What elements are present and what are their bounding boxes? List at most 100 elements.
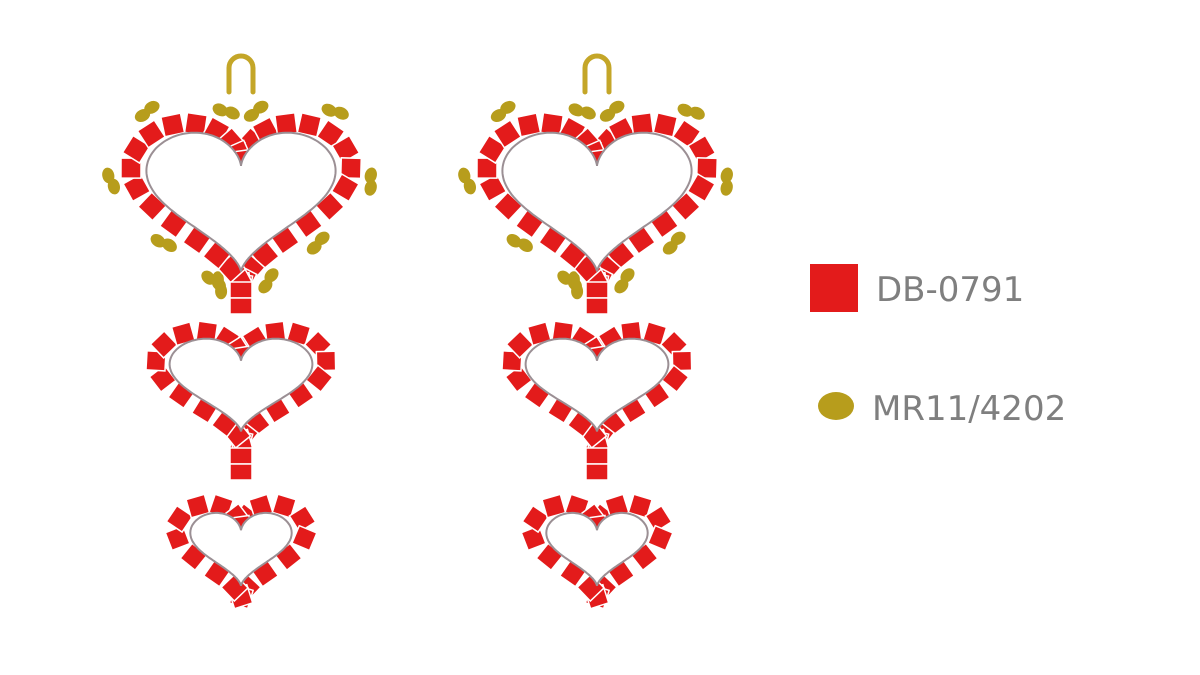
connector-beads: [585, 447, 609, 481]
gold-drop-bead: [506, 234, 522, 248]
gold-drop-bead: [102, 167, 115, 184]
gold-drop-bead: [144, 100, 160, 114]
red-delica-bead: [229, 297, 253, 315]
red-delica-bead: [315, 118, 346, 149]
red-delica-bead: [330, 173, 360, 203]
legend-item-db-0791: DB-0791: [810, 264, 1024, 312]
gold-drop-bead: [333, 106, 349, 120]
bead-legend: DB-0791 MR11/4202: [810, 264, 1066, 429]
gold-drop-bead: [662, 241, 678, 255]
red-delica-bead: [646, 524, 674, 552]
red-delica-bead: [627, 493, 653, 519]
red-delica-bead: [671, 118, 702, 149]
red-delica-bead: [296, 112, 323, 138]
red-delica-bead: [686, 173, 716, 203]
gold-drop-bead: [224, 106, 240, 120]
red-delica-bead: [660, 364, 690, 394]
gold-drop-bead: [201, 270, 216, 285]
gold-drop-bead: [557, 270, 572, 285]
red-delica-bead: [149, 330, 179, 359]
connector-beads: [229, 281, 253, 315]
red-delica-bead: [288, 504, 317, 534]
gold-drop-bead: [609, 100, 625, 114]
heart-wire-outline: [524, 337, 670, 432]
red-delica-bead: [304, 364, 334, 394]
gold-drop-bead: [614, 279, 629, 294]
red-delica-bead: [315, 350, 337, 372]
gold-drop-bead: [258, 279, 273, 294]
heart-wire-outline: [501, 131, 693, 272]
red-delica-bead: [492, 119, 523, 149]
red-delica-bead: [229, 447, 253, 465]
heart-wire-outline: [168, 337, 314, 432]
connector-beads: [585, 281, 609, 315]
red-delica-bead: [515, 112, 542, 138]
red-delica-bead: [521, 504, 550, 534]
red-delica-bead: [585, 463, 609, 481]
small-heart: [520, 493, 674, 610]
gold-drop-bead: [306, 241, 322, 255]
red-delica-bead: [159, 112, 186, 138]
red-delica-bead: [585, 281, 609, 299]
red-delica-bead: [136, 119, 167, 149]
large-heart: [458, 100, 733, 300]
red-delica-bead: [671, 350, 693, 372]
gold-drop-bead: [518, 238, 533, 253]
gold-drop-bead: [253, 100, 269, 114]
red-delica-bead: [165, 504, 194, 534]
red-delica-bead: [505, 330, 535, 359]
red-delica-bead: [339, 157, 363, 180]
gold-drop-bead: [264, 268, 279, 283]
right-earring: [458, 53, 733, 610]
ear-wire-loop: [582, 53, 612, 95]
gold-drop-bead: [580, 106, 596, 120]
gold-drop-bead: [364, 179, 377, 196]
red-delica-bead: [585, 447, 609, 465]
red-delica-bead: [229, 463, 253, 481]
legend-item-mr11-4202: MR11/4202: [818, 389, 1066, 429]
ear-wire-loop: [226, 53, 256, 95]
gold-drop-bead: [720, 167, 733, 184]
red-delica-bead: [695, 157, 719, 180]
gold-drop-bead: [689, 106, 705, 120]
legend-label-mr11-4202: MR11/4202: [872, 389, 1066, 429]
red-square-bead-swatch: [810, 264, 858, 312]
earrings: [102, 53, 733, 610]
heart-wire-outline: [189, 511, 293, 587]
red-delica-bead: [271, 493, 297, 519]
gold-drop-bead-swatch: [818, 392, 854, 420]
red-delica-bead: [585, 297, 609, 315]
red-delica-bead: [478, 173, 508, 203]
heart-wire-outline: [145, 131, 337, 272]
gold-drop-bead: [567, 277, 582, 292]
red-delica-bead: [164, 524, 191, 552]
red-delica-bead: [644, 504, 673, 534]
medium-heart: [501, 320, 693, 454]
gold-drop-bead: [620, 268, 635, 283]
gold-drop-bead: [364, 167, 377, 184]
large-heart: [102, 100, 377, 300]
red-delica-bead: [122, 173, 152, 203]
red-delica-bead: [185, 493, 211, 519]
red-delica-bead: [121, 134, 152, 165]
small-heart: [164, 493, 318, 610]
red-delica-bead: [290, 524, 318, 552]
red-delica-bead: [477, 134, 508, 165]
heart-wire-outline: [545, 511, 649, 587]
red-delica-bead: [652, 112, 679, 138]
red-delica-bead: [520, 524, 547, 552]
gold-drop-bead: [321, 103, 337, 117]
gold-drop-bead: [720, 179, 733, 196]
left-earring: [102, 53, 377, 610]
connector-beads: [229, 447, 253, 481]
gold-drop-bead: [162, 238, 177, 253]
gold-drop-bead: [500, 100, 516, 114]
gold-drop-bead: [677, 103, 693, 117]
gold-drop-bead: [212, 103, 228, 117]
gold-drop-bead: [568, 103, 584, 117]
red-delica-bead: [229, 281, 253, 299]
red-delica-bead: [541, 493, 567, 519]
gold-drop-bead: [458, 167, 471, 184]
gold-drop-bead: [150, 234, 166, 248]
